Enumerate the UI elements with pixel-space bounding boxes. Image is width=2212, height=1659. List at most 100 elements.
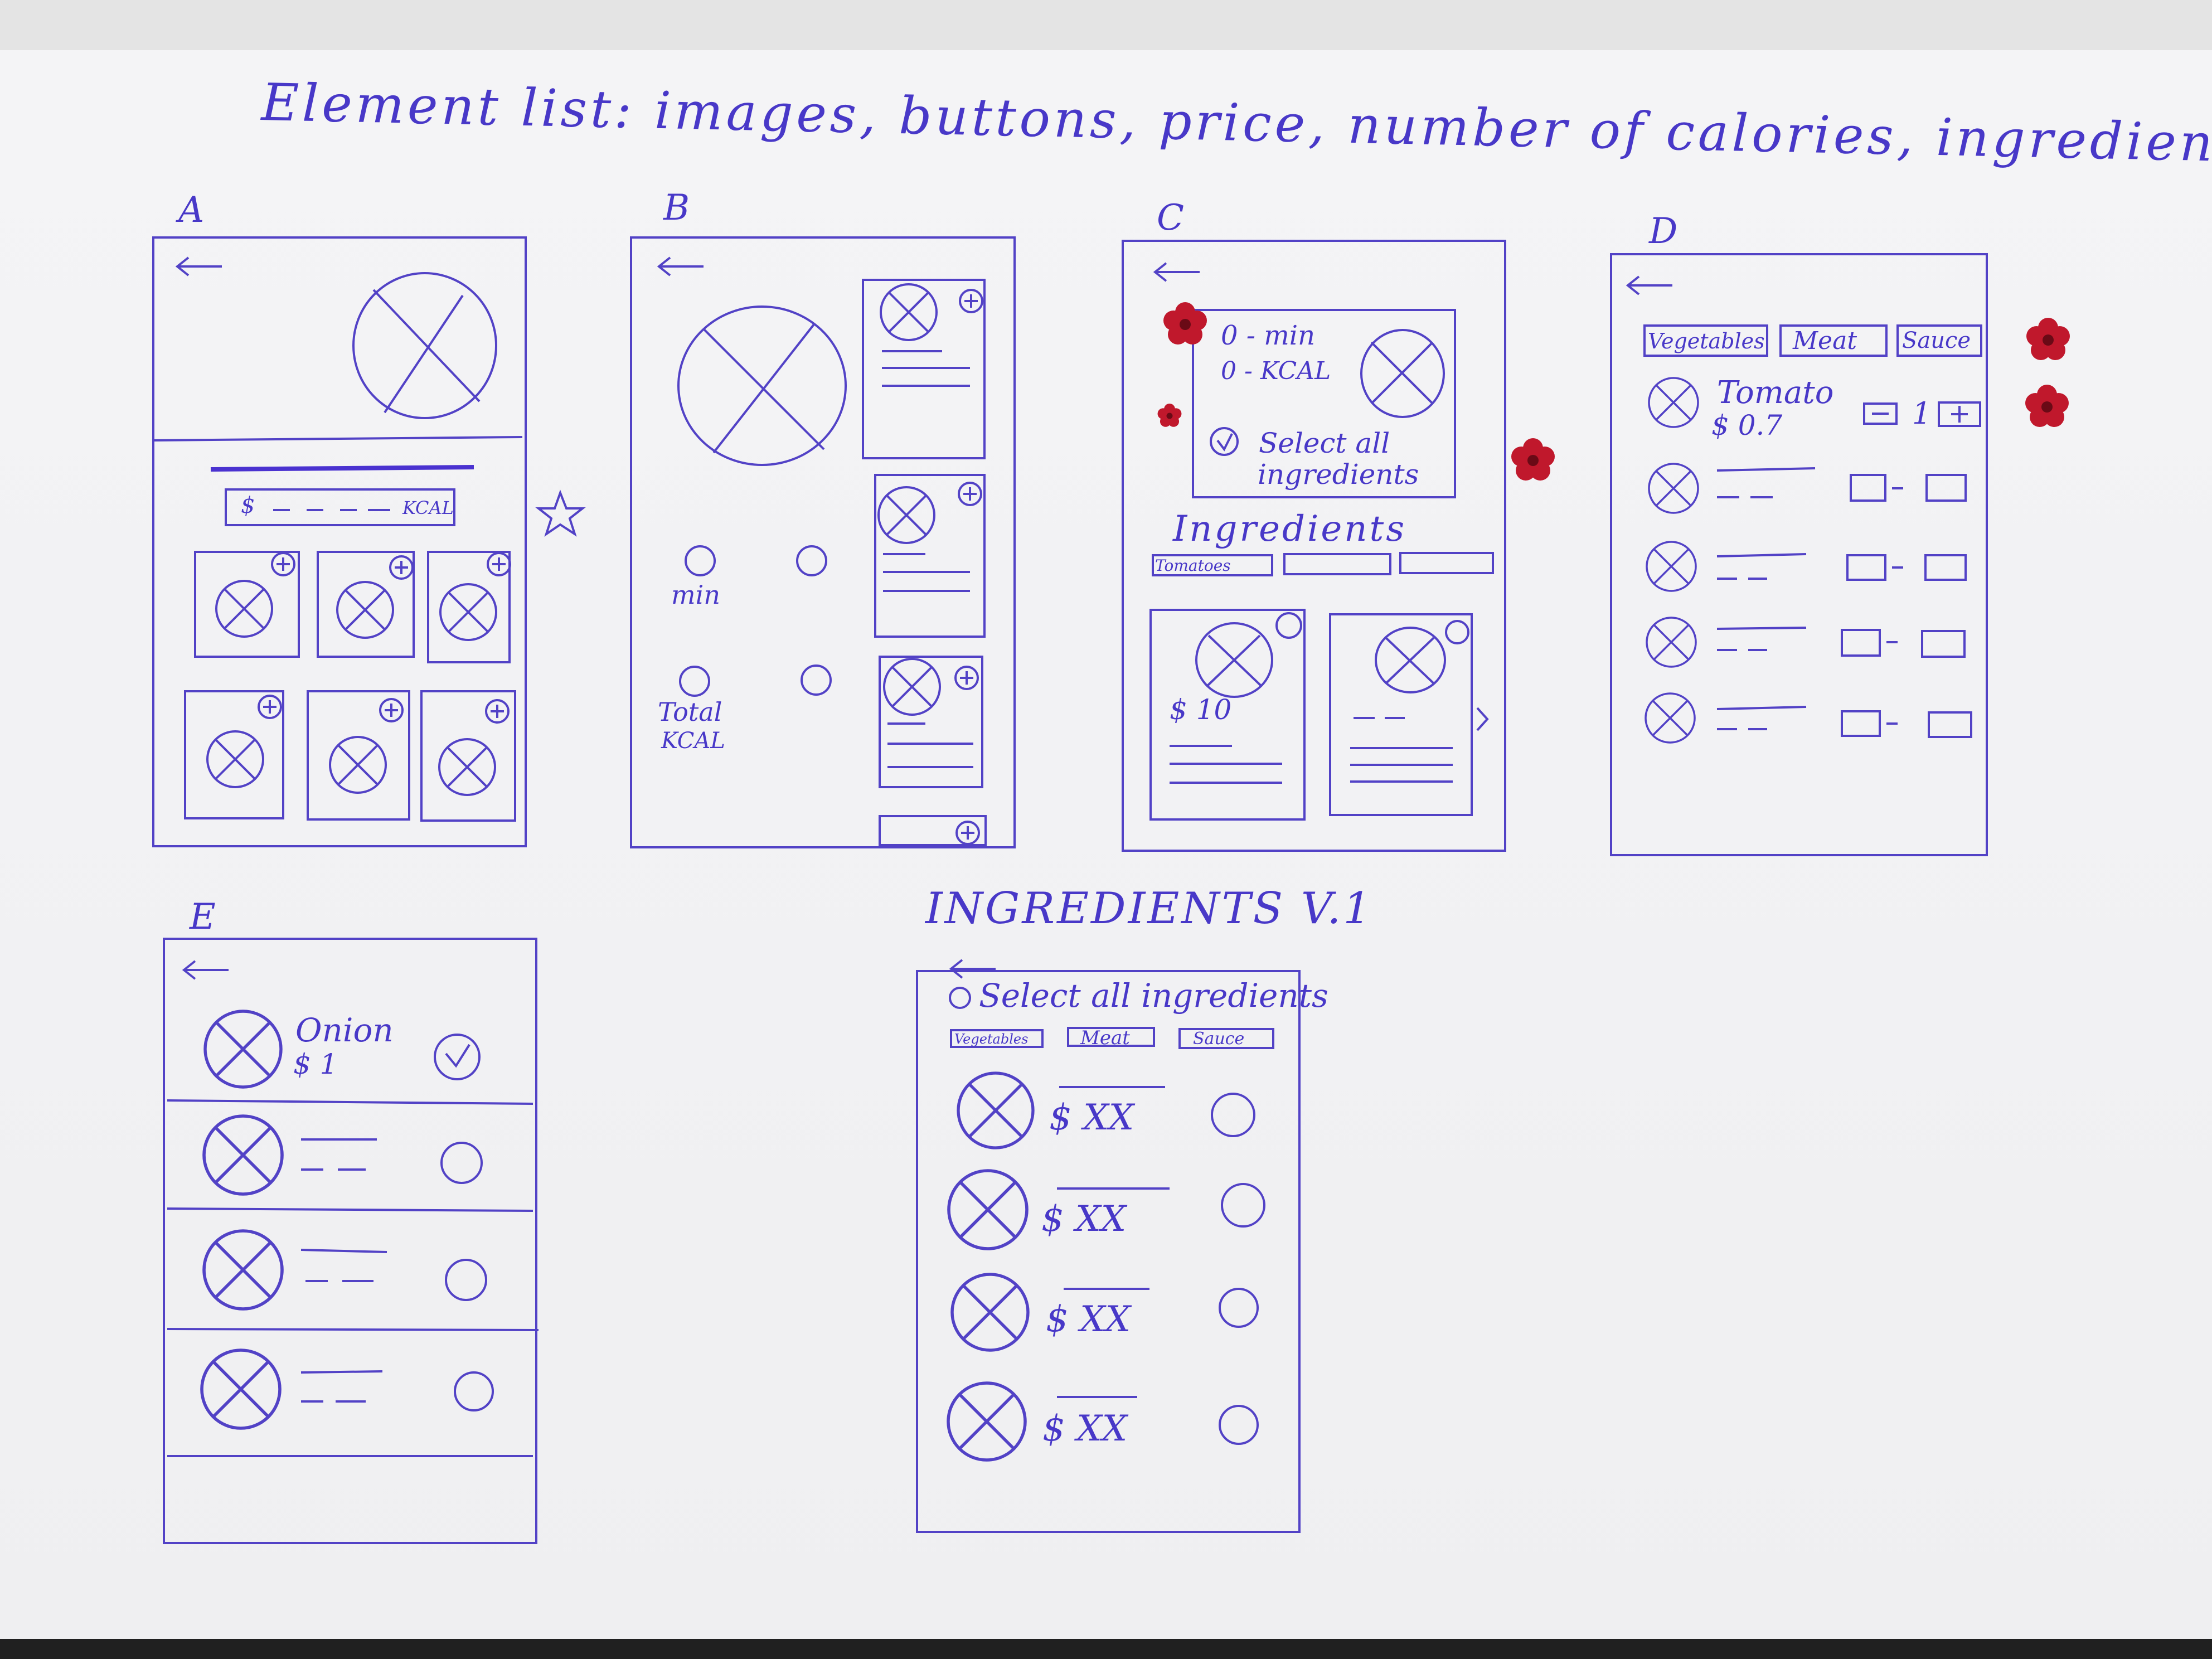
c-back-arrow-icon <box>1154 262 1201 282</box>
d-tab-meat <box>1779 324 1888 357</box>
d-row-1-plus-button <box>1938 401 1981 427</box>
b-kcal-value-circle-icon <box>801 664 832 696</box>
v1-tab-sauce-label: Sauce <box>1193 1029 1245 1049</box>
e-row-1-price: $ 1 <box>293 1048 338 1080</box>
e-row-3 <box>204 1231 487 1309</box>
v1-back-arrow-icon <box>950 959 997 979</box>
v1-row-3 <box>952 1274 1259 1350</box>
d-row-5 <box>1645 692 1972 744</box>
screen-c-label: C <box>1157 197 1184 239</box>
a-tile-1 <box>194 551 300 658</box>
d-row-4 <box>1646 617 1966 668</box>
screen-a-sketch <box>152 256 586 822</box>
a-summary-kcal: KCAL <box>402 497 454 518</box>
b-time-circle-icon <box>685 545 716 576</box>
a-summary-price: $ <box>241 493 255 518</box>
v1-select-all-checkbox <box>949 987 971 1009</box>
e-row-1-name: Onion <box>295 1011 394 1049</box>
c-kcal-label: 0 - KCAL <box>1221 357 1331 385</box>
b-card-4 <box>879 815 987 846</box>
a-tile-5 <box>307 690 410 821</box>
c-ingredients-heading: Ingredients <box>1173 508 1407 550</box>
screen-v1-frame <box>916 970 1301 1533</box>
c-card-1 <box>1149 609 1306 821</box>
c-tab-3 <box>1399 552 1494 574</box>
b-time-value-circle-icon <box>796 545 827 576</box>
v1-row-4-price: $ XX <box>1042 1408 1128 1449</box>
a-star-icon <box>535 489 586 537</box>
c-summary-image-icon <box>1360 329 1445 418</box>
b-kcal-label: KCAL <box>661 728 725 754</box>
screen-c-sketch <box>1149 262 1555 821</box>
c-flower-3-icon <box>1511 438 1555 481</box>
screen-b-frame <box>630 236 1016 848</box>
screen-d-sketch <box>1627 275 2070 744</box>
v1-row-3-price: $ XX <box>1046 1299 1131 1340</box>
screen-b-label: B <box>663 187 690 229</box>
d-tab-vegetables <box>1643 324 1768 357</box>
d-row-1-quantity: 1 <box>1912 396 1932 431</box>
screen-a-label: A <box>178 190 205 231</box>
e-row-4 <box>202 1350 494 1428</box>
v1-tab-vegetables <box>950 1029 1044 1048</box>
a-tile-6 <box>420 690 516 822</box>
c-card-1-price: $ 10 <box>1170 693 1232 726</box>
screen-c-frame <box>1122 240 1506 852</box>
e-back-arrow-icon <box>183 960 230 980</box>
screen-v1-sketch <box>948 959 1274 1460</box>
v1-tab-vegetables-label: Vegetables <box>954 1031 1029 1047</box>
v1-row-1 <box>958 1073 1255 1148</box>
b-hero-image-icon <box>677 305 847 466</box>
e-row-1-checkbox <box>434 1034 481 1080</box>
c-flower-2-icon <box>1157 404 1182 427</box>
d-flower-2-icon <box>2025 385 2069 427</box>
d-row-1-image-icon <box>1648 377 1699 428</box>
screen-e-sketch <box>167 960 539 1457</box>
e-row-2 <box>204 1116 483 1194</box>
c-tab-tomatoes-label: Tomatoes <box>1155 556 1231 575</box>
c-next-chevron-icon <box>1476 707 1489 731</box>
c-tab-tomatoes <box>1152 554 1273 576</box>
b-card-3 <box>879 656 983 788</box>
d-row-1-minus-button <box>1863 402 1898 425</box>
paper-sheet <box>0 50 2212 1645</box>
a-hero-image-icon <box>352 272 497 419</box>
c-select-all-label-2: ingredients <box>1258 458 1419 491</box>
e-row-1-image-icon <box>205 1011 281 1087</box>
d-tab-meat-label: Meat <box>1793 327 1857 355</box>
b-kcal-circle-icon <box>679 666 710 697</box>
c-flower-1-icon <box>1163 302 1207 345</box>
b-back-arrow-icon <box>658 256 705 276</box>
screen-b-sketch <box>658 256 987 846</box>
screen-d-frame <box>1610 253 1988 856</box>
screen-d-label: D <box>1649 211 1678 252</box>
d-tab-sauce-label: Sauce <box>1902 328 1971 353</box>
d-tab-sauce <box>1896 324 1982 357</box>
table-edge <box>0 1639 2212 1659</box>
a-tile-4 <box>184 690 284 819</box>
v1-tab-meat-label: Meat <box>1080 1027 1130 1049</box>
c-summary-card <box>1192 309 1456 498</box>
screen-e-frame <box>163 938 537 1544</box>
b-total-label: Total <box>658 697 722 727</box>
screen-a-frame <box>152 236 527 847</box>
d-row-2 <box>1648 463 1967 514</box>
a-tile-2 <box>317 551 415 658</box>
v1-tab-meat <box>1067 1027 1155 1047</box>
c-select-all-label: Select all <box>1259 427 1390 459</box>
c-tab-2 <box>1283 553 1391 575</box>
d-tab-vegetables-label: Vegetables <box>1648 329 1765 353</box>
d-row-3 <box>1646 541 1967 592</box>
b-card-1 <box>862 279 986 459</box>
a-divider <box>152 436 523 442</box>
a-tile-3 <box>427 551 511 663</box>
c-min-label: 0 - min <box>1221 320 1316 351</box>
a-back-arrow-icon <box>176 256 223 276</box>
v1-select-all-label: Select all ingredients <box>979 977 1328 1015</box>
a-summary-box <box>225 488 455 526</box>
c-select-all-checkbox <box>1210 427 1239 456</box>
v1-row-2 <box>949 1171 1265 1249</box>
d-row-1-price: $ 0.7 <box>1711 409 1783 442</box>
d-back-arrow-icon <box>1627 275 1673 295</box>
